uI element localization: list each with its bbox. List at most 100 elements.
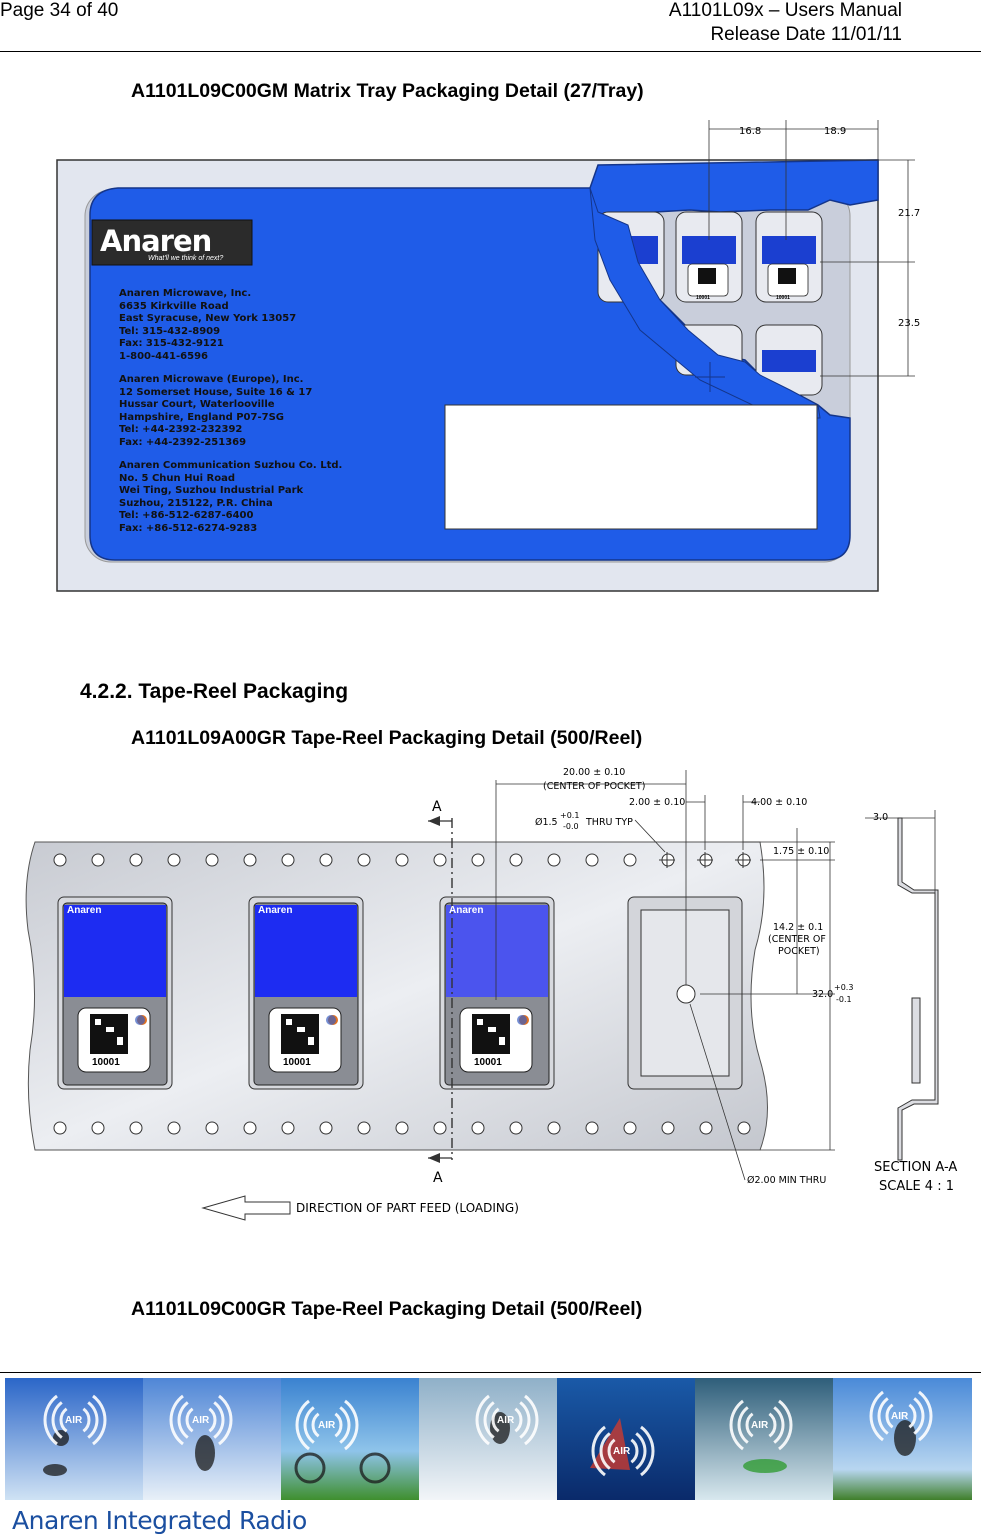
tray-address-eu: Anaren Microwave (Europe), Inc.12 Somers… xyxy=(119,374,313,448)
tray-address-cn: Anaren Communication Suzhou Co. Ltd.No. … xyxy=(119,460,343,534)
radio-wave-arc xyxy=(475,1394,490,1446)
tray-module-code-1: 10001 xyxy=(696,295,710,301)
dim-center-hole: Ø2.00 MIN THRU xyxy=(747,1175,827,1186)
sprocket-hole-bottom xyxy=(547,1121,561,1135)
radio-wave-arc xyxy=(87,1401,99,1439)
scale-label: SCALE 4 : 1 xyxy=(879,1179,954,1194)
sprocket-hole-top xyxy=(471,853,485,867)
reel-title: A1101L09A00GR Tape-Reel Packaging Detail… xyxy=(131,727,643,749)
radio-wave-arc xyxy=(213,1401,225,1439)
radio-wave-arc xyxy=(303,1406,315,1444)
tray-figure: 16.8 18.9 21.7 23.5 Anaren What'll we th… xyxy=(0,110,981,610)
dim-center: 14.2 ± 0.1 xyxy=(773,922,824,933)
sprocket-hole-top xyxy=(167,853,181,867)
section-mark-bottom: A xyxy=(433,1170,443,1186)
footer-banner: AIR AIR AIR AIR AIR AIR AIR xyxy=(5,1378,972,1500)
dim-width: 32.0 xyxy=(812,989,834,1000)
air-badge-3: AIR xyxy=(318,1420,336,1431)
radio-wave-arc xyxy=(514,1407,523,1433)
radio-wave-arc xyxy=(82,1407,91,1433)
feed-direction-label: DIRECTION OF PART FEED (LOADING) xyxy=(296,1201,519,1215)
sprocket-hole-bottom xyxy=(699,1121,713,1135)
dim-width-tol-plus: +0.3 xyxy=(834,983,854,992)
radio-wave-arc xyxy=(737,1406,749,1444)
radio-wave-arc xyxy=(729,1399,744,1451)
sprocket-hole-bottom xyxy=(243,1121,257,1135)
sprocket-hole-top xyxy=(547,853,561,867)
sprocket-hole-bottom xyxy=(661,1121,675,1135)
manual-title: A1101L09x – Users Manual xyxy=(668,0,902,21)
dim-hole-dia: Ø1.5 xyxy=(535,817,558,828)
footer-rule xyxy=(0,1372,981,1373)
radio-wave-arc xyxy=(908,1403,917,1429)
dim-hole-note: THRU TYP xyxy=(586,817,633,828)
air-badge-5: AIR xyxy=(613,1446,631,1457)
sprocket-hole-bottom xyxy=(623,1121,637,1135)
radio-wave-arc xyxy=(640,1425,655,1477)
reel-module-code-2: 10001 xyxy=(283,1057,311,1068)
sprocket-hole-top xyxy=(357,853,371,867)
sprocket-hole-bottom xyxy=(281,1121,295,1135)
sprocket-hole-top xyxy=(53,853,67,867)
sprocket-hole-bottom xyxy=(53,1121,67,1135)
sprocket-hole-bottom xyxy=(395,1121,409,1135)
sprocket-hole-top xyxy=(395,853,409,867)
radio-wave-arc xyxy=(773,1406,785,1444)
dim-edge: 1.75 ± 0.10 xyxy=(773,846,830,857)
page-number: Page 34 of 40 xyxy=(0,0,119,21)
release-date: Release Date 11/01/11 xyxy=(710,24,902,45)
radio-wave-arc xyxy=(334,1412,343,1438)
radio-wave-arc xyxy=(591,1425,606,1477)
sprocket-hole-top xyxy=(243,853,257,867)
radio-wave-arc xyxy=(918,1390,933,1442)
sprocket-hole-bottom xyxy=(471,1121,485,1135)
radio-wave-arc xyxy=(169,1394,184,1446)
tray-dim-3: 21.7 xyxy=(898,208,921,219)
radio-wave-arc xyxy=(295,1399,310,1451)
dim-hole-pitch: 4.00 ± 0.10 xyxy=(751,797,808,808)
radio-wave-arc xyxy=(177,1401,189,1439)
sprocket-hole-bottom xyxy=(205,1121,219,1135)
radio-wave-arc xyxy=(208,1407,217,1433)
sprocket-hole-top xyxy=(205,853,219,867)
sprocket-hole-bottom xyxy=(357,1121,371,1135)
dim-pitch: 20.00 ± 0.10 xyxy=(563,767,626,778)
air-badge-7: AIR xyxy=(891,1411,909,1422)
reel-module-logo-3: Anaren xyxy=(449,905,484,916)
sprocket-hole-top xyxy=(433,853,447,867)
dim-pitch-note: (CENTER OF POCKET) xyxy=(543,781,646,792)
sprocket-hole-top xyxy=(281,853,295,867)
sprocket-hole-top xyxy=(623,853,637,867)
radio-wave-arc xyxy=(778,1399,793,1451)
tray-address-us: Anaren Microwave, Inc.6635 Kirkville Roa… xyxy=(119,288,297,362)
tray-module-code-2: 10001 xyxy=(776,295,790,301)
tray-logo: Anaren xyxy=(100,224,212,258)
sprocket-hole-bottom xyxy=(319,1121,333,1135)
dim-hole-tol-plus: +0.1 xyxy=(560,811,580,820)
dim-hole-offset: 2.00 ± 0.10 xyxy=(629,797,686,808)
dim-width-tol-minus: -0.1 xyxy=(836,995,852,1004)
radio-wave-arc xyxy=(519,1401,531,1439)
header-rule xyxy=(0,51,981,52)
section-label: SECTION A-A xyxy=(874,1160,958,1175)
radio-wave-arc xyxy=(745,1412,754,1438)
reel-module-code-1: 10001 xyxy=(92,1057,120,1068)
reel-module-logo-2: Anaren xyxy=(258,905,293,916)
radio-wave-arc xyxy=(51,1401,63,1439)
radio-wave-arc xyxy=(43,1394,58,1446)
dim-hole-tol-minus: -0.0 xyxy=(563,822,579,831)
sprocket-hole-top xyxy=(585,853,599,867)
sprocket-hole-bottom xyxy=(585,1121,599,1135)
dim-center-note-2: POCKET) xyxy=(778,946,820,957)
sprocket-hole-top xyxy=(319,853,333,867)
section-mark-top: A xyxy=(432,799,442,815)
air-badge-1: AIR xyxy=(65,1415,83,1426)
radio-wave-arc xyxy=(218,1394,233,1446)
tray-dim-4: 23.5 xyxy=(898,318,921,329)
radio-wave-arc xyxy=(635,1432,647,1470)
reel-figure: Anaren Anaren Anaren 10001 10001 10001 A… xyxy=(0,755,981,1235)
radio-wave-arc xyxy=(92,1394,107,1446)
sprocket-hole-bottom xyxy=(509,1121,523,1135)
air-badge-2: AIR xyxy=(192,1415,210,1426)
sprocket-hole-bottom xyxy=(91,1121,105,1135)
